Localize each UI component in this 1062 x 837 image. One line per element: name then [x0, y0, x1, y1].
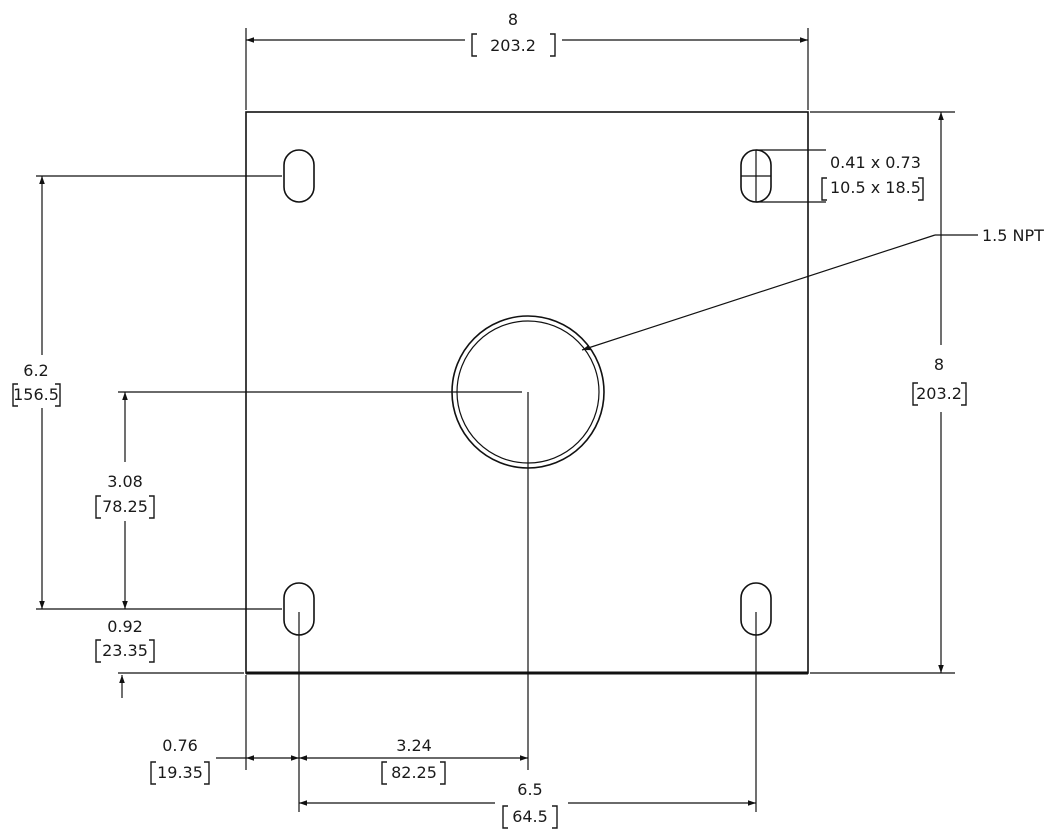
dim-right-height-mm: 203.2 — [916, 384, 962, 403]
dim-slot-size-mm: 10.5 x 18.5 — [830, 178, 921, 197]
dim-center-offset-inch: 3.24 — [396, 736, 432, 755]
dim-top-width-mm: 203.2 — [490, 36, 536, 55]
dim-top-width-inch: 8 — [508, 10, 518, 29]
dim-left-offset-inch: 0.76 — [162, 736, 198, 755]
dim-bottom-offset-inch: 0.92 — [107, 617, 143, 636]
dim-bottom-offset-mm: 23.35 — [102, 641, 148, 660]
dim-center-height-mm: 78.25 — [102, 497, 148, 516]
npt-leader-arrow — [581, 234, 936, 351]
dim-bottom-spacing-inch: 6.5 — [517, 780, 542, 799]
dim-left-offset-mm: 19.35 — [157, 763, 203, 782]
dim-center-height-inch: 3.08 — [107, 472, 143, 491]
dim-bottom-spacing-mm: 64.5 — [512, 807, 548, 826]
dim-left-spacing-mm: 156.5 — [13, 385, 59, 404]
dim-left-spacing-inch: 6.2 — [23, 361, 48, 380]
dim-right-height-inch: 8 — [934, 355, 944, 374]
dim-slot-size-inch: 0.41 x 0.73 — [830, 153, 921, 172]
npt-callout-label: 1.5 NPT — [982, 226, 1044, 245]
slot-hole-top-left — [283, 149, 315, 203]
dim-center-offset-mm: 82.25 — [391, 763, 437, 782]
